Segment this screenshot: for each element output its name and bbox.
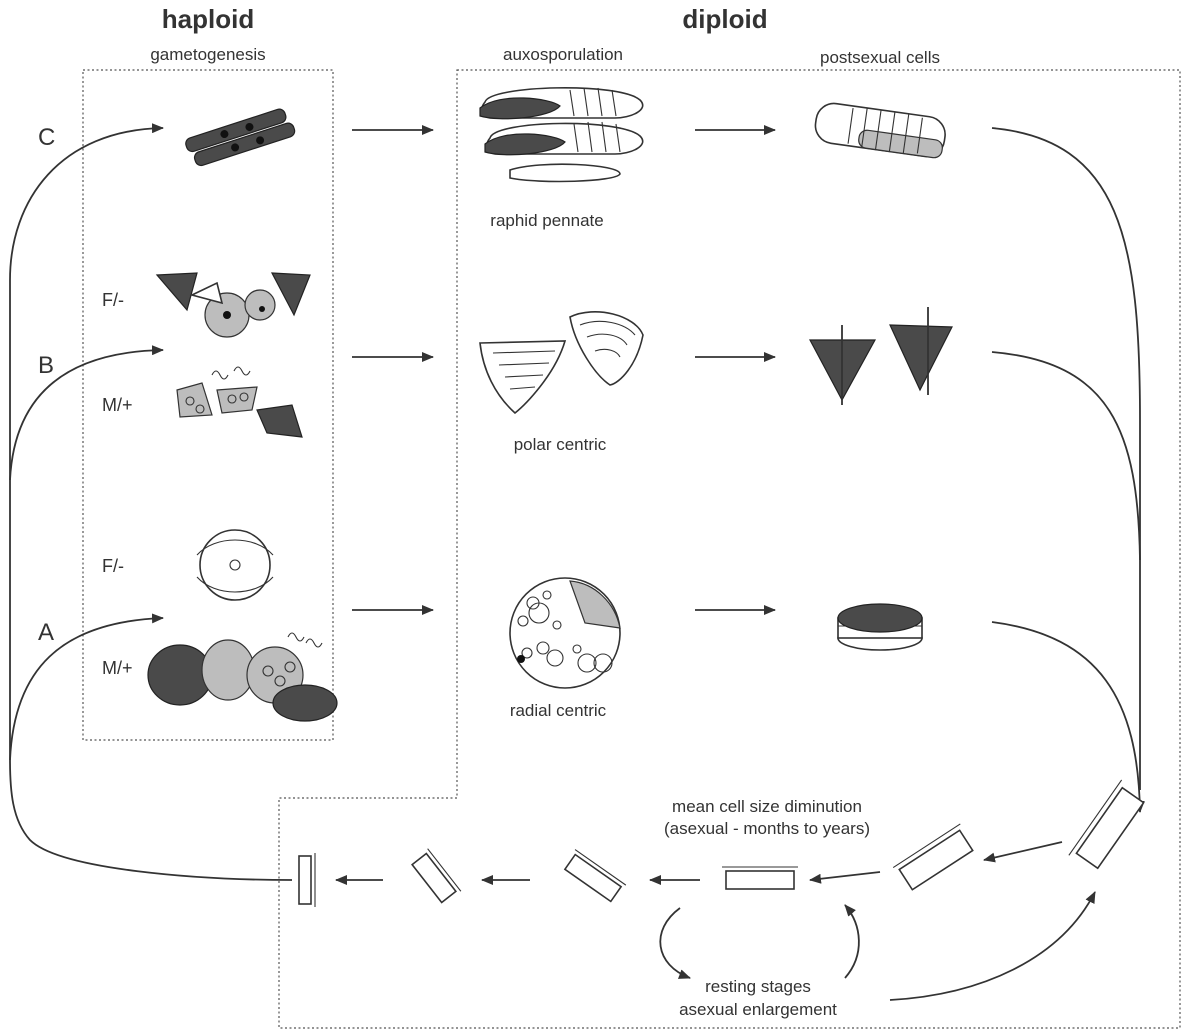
return-line-to-left — [9, 280, 293, 881]
polar-centric-auxospore-icon — [479, 311, 644, 415]
haploid-heading: haploid — [162, 4, 254, 34]
row-a-female-label: F/- — [102, 556, 124, 576]
curve-to-row-c — [9, 123, 164, 281]
arrow-diminution-2 — [809, 871, 881, 884]
resting-stages-label-line1: resting stages — [705, 977, 811, 996]
row-b-male-gametangia-icon — [176, 366, 303, 438]
row-c-gametangia-icon — [185, 108, 296, 167]
row-b-female-label: F/- — [102, 290, 124, 310]
gametogenesis-label: gametogenesis — [150, 45, 265, 64]
row-a-male-gametangia-icon — [147, 632, 338, 722]
row-a-female-gametangium-icon — [196, 529, 274, 601]
haploid-box — [82, 69, 334, 741]
diminution-label-line2: (asexual - months to years) — [664, 819, 870, 838]
radial-centric-auxospore-icon — [509, 577, 621, 689]
frustule-smaller-icon — [411, 848, 462, 904]
frustule-largest-icon — [1068, 779, 1145, 870]
arrow-from-resting-stages — [844, 904, 860, 979]
polar-centric-label: polar centric — [514, 435, 607, 454]
frustule-smallest-icon — [298, 853, 316, 907]
resting-stages-label-line2: asexual enlargement — [679, 1000, 837, 1019]
arrow-asexual-enlargement — [889, 891, 1096, 1001]
curve-from-row-b — [991, 351, 1141, 561]
radial-centric-label: radial centric — [510, 701, 607, 720]
row-b-female-gametangia-icon — [155, 272, 311, 338]
diploid-heading: diploid — [682, 4, 767, 34]
frustule-medium-icon — [722, 866, 798, 890]
row-label-c: C — [38, 124, 55, 151]
polar-centric-postsexual-cells-icon — [809, 307, 953, 405]
raphid-pennate-auxospore-icon — [479, 87, 644, 183]
raphid-pennate-postsexual-cell-icon — [814, 102, 946, 159]
postsexual-label: postsexual cells — [820, 48, 940, 67]
diploid-box — [278, 69, 1181, 1029]
row-label-a: A — [38, 619, 54, 646]
auxosporulation-label: auxosporulation — [503, 45, 623, 64]
arrow-diminution-1 — [983, 841, 1063, 863]
frustule-small-icon — [563, 849, 627, 903]
curve-to-row-b — [9, 345, 164, 481]
curve-to-row-a — [9, 613, 164, 761]
curve-from-row-c — [991, 127, 1141, 790]
radial-centric-postsexual-cell-icon — [837, 603, 923, 651]
curve-from-row-a — [991, 621, 1145, 813]
raphid-pennate-label: raphid pennate — [490, 211, 603, 230]
row-label-b: B — [38, 352, 54, 379]
arrow-to-resting-stages — [659, 907, 691, 979]
row-b-male-label: M/+ — [102, 395, 133, 415]
diminution-label-line1: mean cell size diminution — [672, 797, 862, 816]
row-a-male-label: M/+ — [102, 658, 133, 678]
frustule-large-icon — [892, 823, 974, 891]
